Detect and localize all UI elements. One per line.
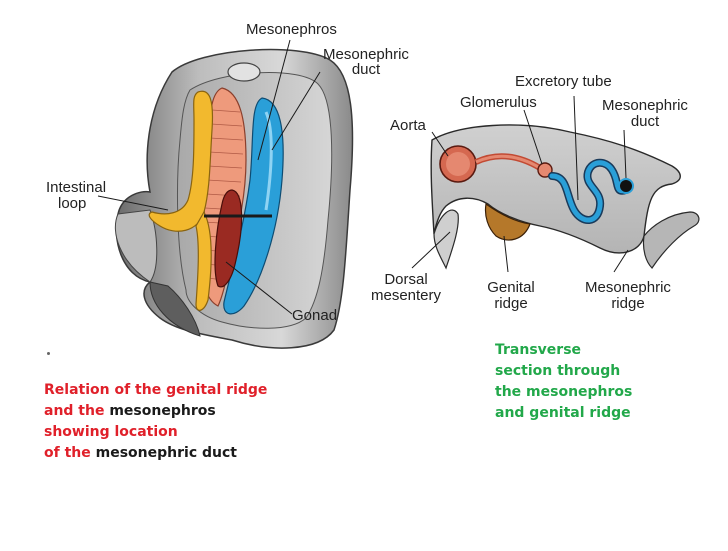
glomerulus-shape	[537, 162, 553, 178]
label-mesonephric-duct-left-2: duct	[351, 61, 381, 78]
label-genital-ridge-1: Genital	[487, 279, 535, 296]
caption-left-line1: Relation of the genital ridge	[44, 382, 268, 398]
transverse-section	[411, 95, 700, 273]
stray-dot	[47, 352, 50, 355]
label-mesonephric-duct-right-1: Mesonephric	[602, 97, 688, 114]
label-dorsal-mesentery-2: mesentery	[370, 287, 442, 304]
label-gonad: Gonad	[292, 307, 338, 324]
mesonephric-duct-shape	[223, 97, 284, 315]
caption-right-line2: section through	[495, 363, 621, 379]
caption-left-line4-a: of the	[44, 445, 96, 461]
section-mesonephric-duct	[618, 178, 634, 194]
caption-right: Transverse section through the mesonephr…	[495, 340, 632, 424]
label-genital-ridge-2: ridge	[494, 295, 528, 312]
intestinal-loop-lower	[195, 210, 212, 311]
genital-ridge-shape	[484, 202, 531, 241]
label-excretory-tube: Excretory tube	[515, 73, 612, 90]
label-mesonephros: Mesonephros	[246, 21, 337, 38]
body-bulge	[114, 209, 158, 283]
caption-left-line2-a: and the	[44, 403, 110, 419]
caption-left: Relation of the genital ridge and the me…	[44, 380, 267, 464]
caption-left-line4-b: mesonephric duct	[95, 445, 237, 461]
section-right-wall	[642, 211, 700, 269]
label-intestinal-loop-2: loop	[58, 195, 87, 212]
caption-left-line2-b: mesonephros	[109, 403, 216, 419]
caption-left-line3: showing location	[44, 424, 178, 440]
mesonephric-duct-highlight	[264, 111, 273, 211]
hindgut-lobe	[149, 281, 201, 337]
label-intestinal-loop-1: Intestinal	[46, 179, 107, 196]
intestinal-loop-shape	[148, 90, 214, 232]
label-aorta: Aorta	[390, 117, 426, 134]
embryo-3d-view	[97, 39, 354, 349]
label-dorsal-mesentery-1: Dorsal	[384, 271, 428, 288]
caption-right-line3: the mesonephros	[495, 384, 633, 400]
section-dorsal-tissue	[430, 124, 681, 254]
label-mesonephric-ridge-2: ridge	[611, 295, 645, 312]
gonad-shape	[214, 189, 243, 288]
caption-right-line4: and genital ridge	[495, 405, 631, 421]
caption-left-line4: of the mesonephric duct	[44, 443, 267, 464]
left-leader-lines	[97, 39, 321, 315]
label-mesonephric-ridge-1: Mesonephric	[585, 279, 671, 296]
caption-left-line2: and the mesonephros	[44, 401, 267, 422]
section-left-wall	[433, 209, 459, 270]
label-mesonephric-duct-left-1: Mesonephric	[323, 46, 409, 63]
label-glomerulus: Glomerulus	[460, 94, 537, 111]
caption-right-line1: Transverse	[495, 342, 582, 358]
label-mesonephric-duct-right-2: duct	[630, 113, 660, 130]
right-leader-lines	[411, 95, 629, 273]
neural-tube-opening	[227, 62, 261, 82]
